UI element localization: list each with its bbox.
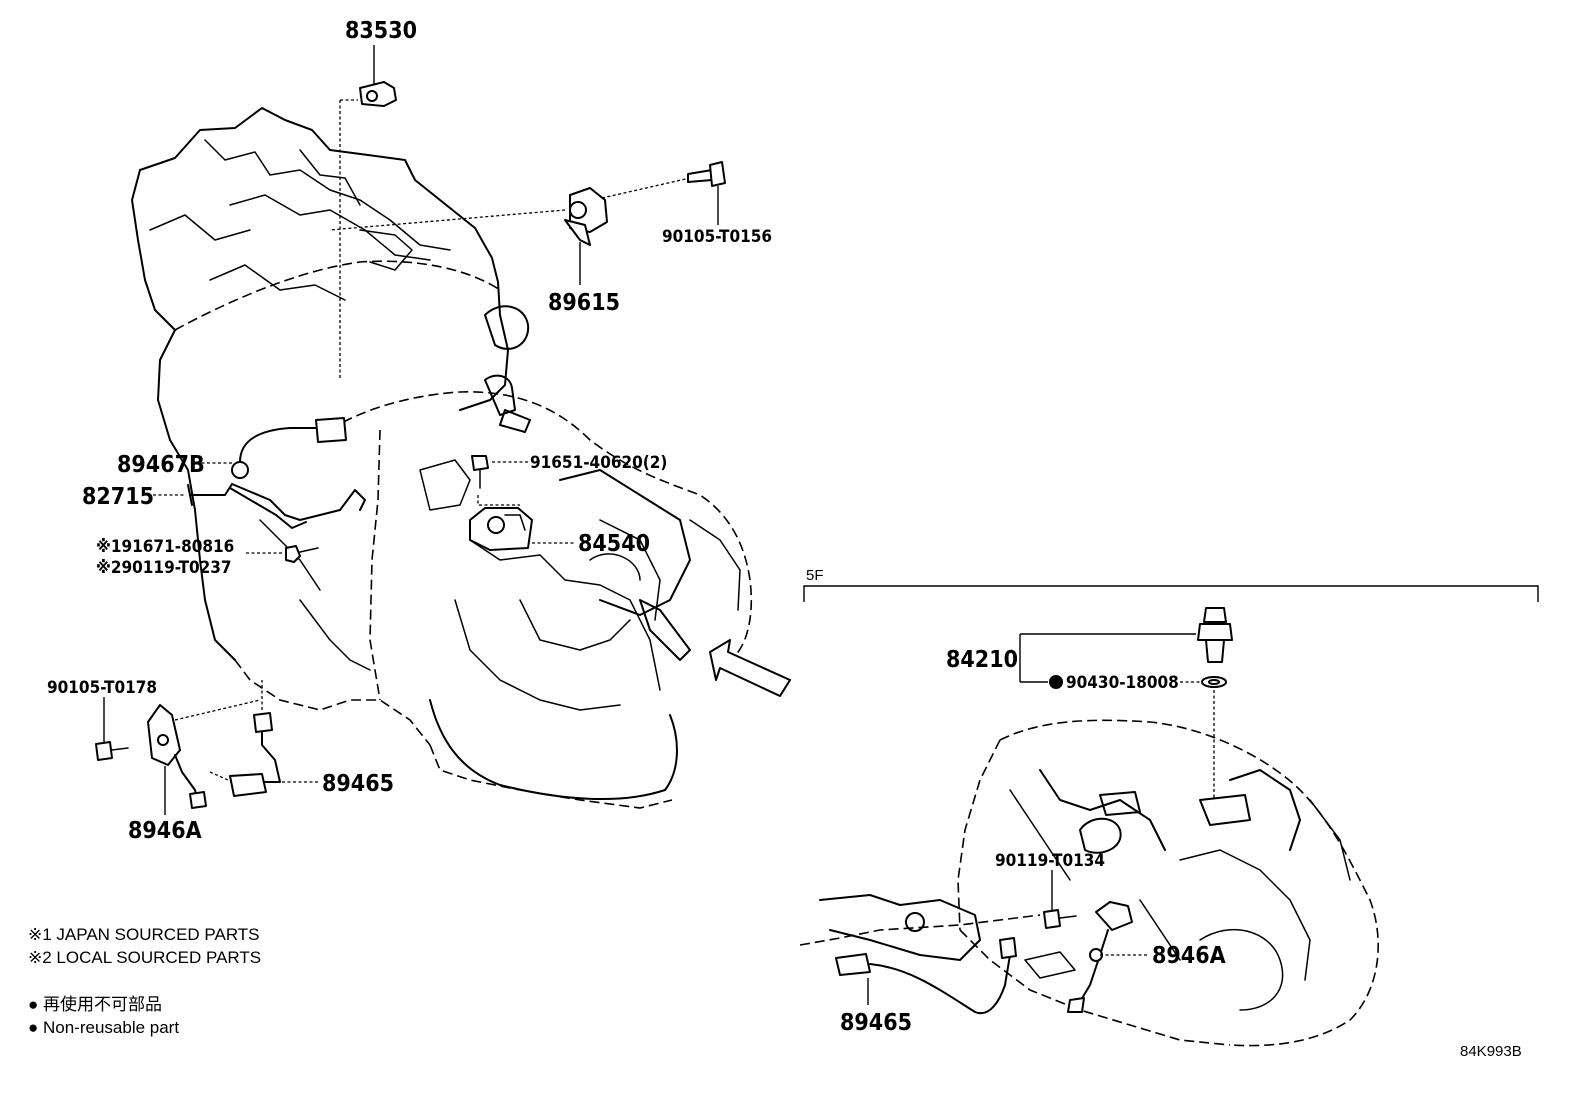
sensor-8946A-left bbox=[147, 699, 261, 815]
bolt-icon bbox=[687, 161, 726, 225]
part-label-90105-T0156: 90105-T0156 bbox=[662, 227, 772, 247]
part-label-290119-T0237: ※290119-T0237 bbox=[96, 558, 232, 578]
part-label-83530: 83530 bbox=[345, 18, 417, 44]
view-arrow-icon bbox=[709, 639, 791, 697]
sensor-8946A-right bbox=[1067, 901, 1148, 1013]
part-label-191671-80816: ※191671-80816 bbox=[96, 537, 234, 557]
sensor-89465-left bbox=[209, 680, 318, 797]
speed-sensor-84540 bbox=[469, 495, 575, 551]
part-label-89465-right: 89465 bbox=[840, 1010, 912, 1036]
engine-assembly-drawing bbox=[131, 107, 791, 809]
bolt-icon bbox=[1043, 870, 1077, 929]
sensor-89467B bbox=[196, 417, 347, 479]
part-label-84210: 84210 bbox=[946, 647, 1018, 673]
part-label-8946A-left: 8946A bbox=[128, 818, 202, 844]
legend-non-reusable-en: ● Non-reusable part bbox=[28, 1018, 179, 1037]
part-label-8946A-right: 8946A bbox=[1152, 943, 1226, 969]
figure-code: 84K993B bbox=[1460, 1043, 1522, 1060]
knock-sensor-89615 bbox=[329, 177, 691, 285]
bolt-icon bbox=[471, 455, 528, 489]
manual-transmission-drawing bbox=[799, 719, 1379, 1047]
part-label-90119-T0134: 90119-T0134 bbox=[995, 851, 1105, 871]
part-label-84540: 84540 bbox=[578, 531, 650, 557]
gasket-icon bbox=[1201, 676, 1227, 800]
part-label-82715: 82715 bbox=[82, 484, 154, 510]
part-label-89465-left: 89465 bbox=[322, 771, 394, 797]
part-label-91651-40620: 91651-40620(2) bbox=[530, 453, 667, 473]
part-label-90430-18008: 90430-18008 bbox=[1066, 673, 1179, 693]
note-japan-sourced: ※1 JAPAN SOURCED PARTS bbox=[28, 925, 260, 944]
bolt-icon bbox=[95, 697, 129, 761]
group-label-5F: 5F bbox=[806, 567, 824, 584]
oil-pressure-switch-83530 bbox=[339, 45, 397, 380]
backup-switch-84210 bbox=[1019, 607, 1233, 683]
note-local-sourced: ※2 LOCAL SOURCED PARTS bbox=[28, 948, 261, 967]
non-reusable-marker bbox=[1049, 675, 1063, 689]
sensor-89465-right bbox=[835, 937, 1017, 1015]
group-5F-bracket bbox=[803, 585, 1539, 602]
part-label-90105-T0178: 90105-T0178 bbox=[47, 678, 157, 698]
legend-non-reusable-jp: ● 再使用不可部品 bbox=[28, 994, 162, 1014]
harness-bracket-82715 bbox=[142, 483, 366, 529]
part-label-89615: 89615 bbox=[548, 290, 620, 316]
bolt-icon bbox=[246, 545, 319, 563]
part-label-89467B: 89467B bbox=[117, 452, 205, 478]
